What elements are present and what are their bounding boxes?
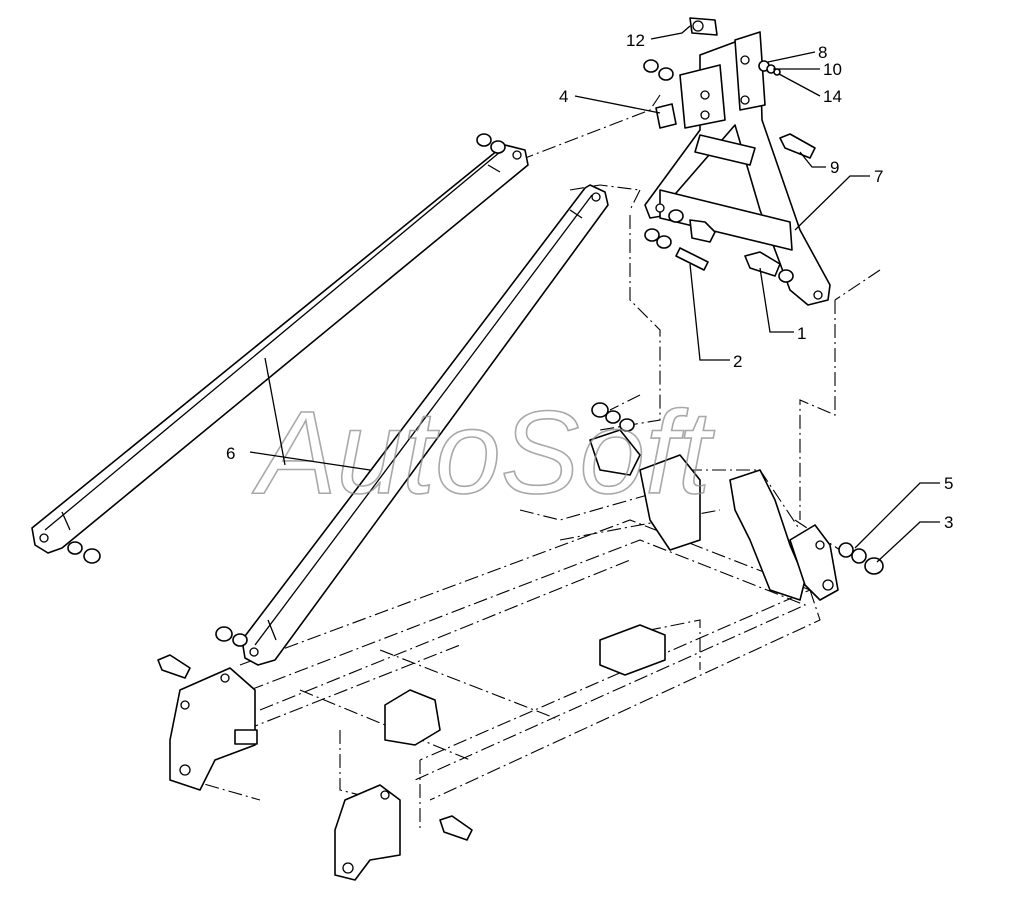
callout-6: 6 [226,444,235,463]
callout-12: 12 [626,31,645,50]
chassis-frame [189,469,821,830]
callout-labels: 12 8 10 14 4 9 7 1 2 6 5 3 [226,31,953,532]
assembly-guide-lines [519,94,881,551]
front-frame-bracket [334,784,401,881]
center-lug [384,624,666,746]
callout-10: 10 [823,60,842,79]
brace-left [31,144,529,554]
callout-7: 7 [874,167,883,186]
callout-3: 3 [944,513,953,532]
rear-frame-bracket [589,429,839,601]
fasteners [67,17,884,841]
a-frame-bracket [644,31,831,306]
callout-2: 2 [733,352,742,371]
left-frame-bracket [169,667,258,791]
brace-right [241,184,609,666]
leader-lines [249,25,940,563]
watermark: AutoSoft [252,387,715,519]
callout-1: 1 [797,324,806,343]
callout-5: 5 [944,474,953,493]
callout-8: 8 [818,43,827,62]
callout-14: 14 [823,87,842,106]
callout-9: 9 [830,158,839,177]
callout-4: 4 [559,87,568,106]
